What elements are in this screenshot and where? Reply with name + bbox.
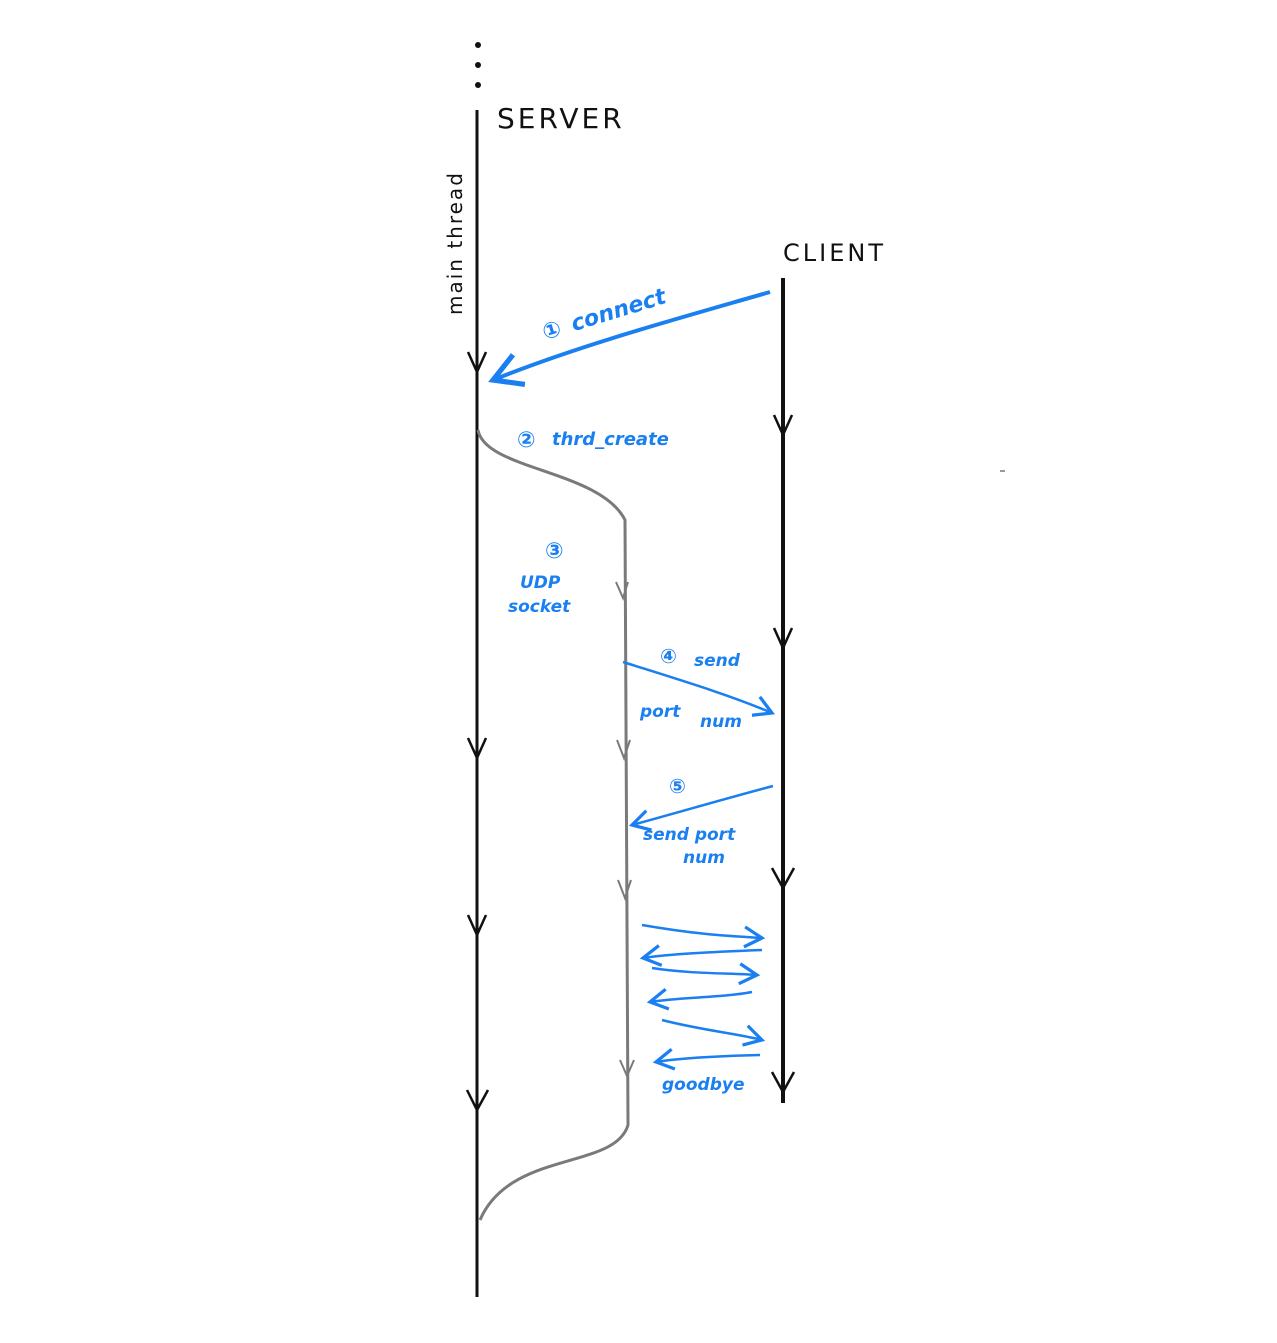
client-label: CLIENT: [783, 239, 886, 267]
step4-number: ④: [660, 644, 677, 668]
send-port-arrow: [622, 660, 776, 717]
step4-label: send: [694, 651, 741, 671]
step5-line2: num: [683, 848, 725, 868]
step3-line2: socket: [508, 597, 571, 617]
step2-number: ②: [517, 428, 536, 453]
spawned-thread-line: [476, 429, 630, 1221]
thread-flow-arrows: [615, 581, 635, 1079]
step5-number: ⑤: [669, 774, 686, 798]
server-label: SERVER: [497, 102, 625, 135]
step2-label: thrd_create: [552, 429, 669, 450]
client-flow-arrows: [770, 414, 796, 1095]
main-thread-label: main thread: [443, 171, 467, 315]
step4-sub2: num: [700, 712, 742, 732]
step3-line1: UDP: [520, 573, 561, 593]
reply-port-arrow: [628, 784, 774, 832]
step1-number: ①: [539, 316, 564, 345]
continuation-dots: [475, 42, 481, 88]
step4-sub1: port: [639, 702, 681, 722]
step3-number: ③: [545, 539, 564, 564]
server-flow-arrows: [465, 351, 490, 1113]
step1-label: connect: [568, 284, 670, 337]
message-exchange-arrows: [639, 923, 766, 1071]
connect-arrow: [488, 290, 771, 387]
goodbye-label: goodbye: [662, 1075, 744, 1095]
step5-line1: send port: [643, 825, 736, 845]
